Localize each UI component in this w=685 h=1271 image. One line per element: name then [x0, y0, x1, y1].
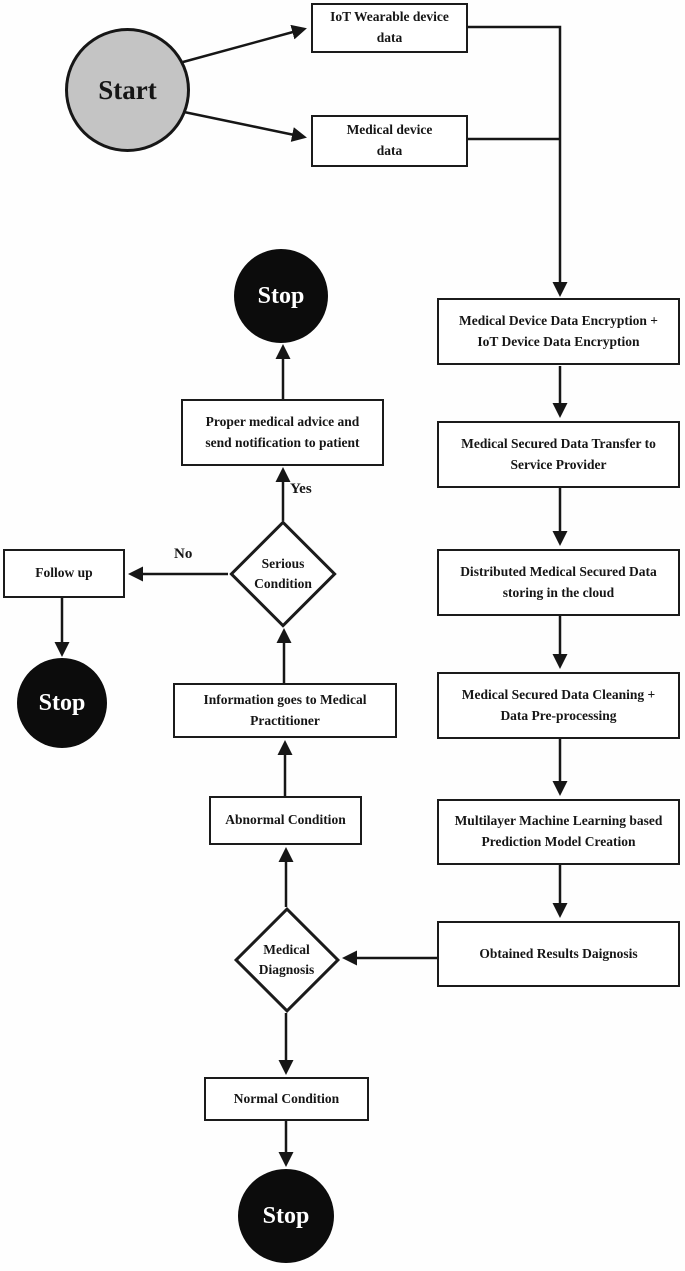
- stop-node-bottom: Stop: [238, 1169, 334, 1263]
- abnormal-condition-node: Abnormal Condition: [209, 796, 362, 845]
- abnormal-condition-label: Abnormal Condition: [225, 812, 346, 828]
- medical-device-data-node: Medical device data: [311, 115, 468, 167]
- data-transfer-label: Medical Secured Data Transfer to Service…: [461, 435, 656, 472]
- normal-condition-node: Normal Condition: [204, 1077, 369, 1121]
- follow-up-label: Follow up: [35, 565, 93, 581]
- edge-start-to-medical: [183, 110, 307, 142]
- edge-iot-to-encryption: [467, 25, 568, 297]
- data-transfer-node: Medical Secured Data Transfer to Service…: [437, 421, 680, 488]
- start-label: Start: [98, 74, 157, 105]
- medical-diagnosis-decision: Medical Diagnosis: [231, 906, 342, 1014]
- medical-advice-label: Proper medical advice and send notificat…: [205, 413, 360, 450]
- data-cleaning-node: Medical Secured Data Cleaning + Data Pre…: [437, 672, 680, 739]
- iot-wearable-data-node: IoT Wearable device data: [311, 3, 468, 53]
- stop-node-left: Stop: [17, 658, 107, 748]
- stop-left-label: Stop: [38, 689, 86, 716]
- cloud-storing-node: Distributed Medical Secured Data storing…: [437, 549, 680, 616]
- start-node: Start: [65, 28, 190, 152]
- data-encryption-label: Medical Device Data Encryption + IoT Dev…: [459, 312, 658, 349]
- stop-node-top: Stop: [234, 249, 328, 343]
- no-branch-label: No: [174, 546, 193, 562]
- obtained-results-node: Obtained Results Daignosis: [437, 921, 680, 987]
- normal-condition-label: Normal Condition: [233, 1090, 340, 1106]
- medical-practitioner-label: Information goes to Medical Practitioner: [203, 691, 367, 728]
- obtained-results-label: Obtained Results Daignosis: [479, 945, 638, 961]
- medical-diagnosis-label: Medical Diagnosis: [258, 941, 315, 977]
- iot-wearable-data-label: IoT Wearable device data: [330, 9, 449, 45]
- serious-condition-decision: Serious Condition: [227, 520, 339, 628]
- stop-bottom-label: Stop: [262, 1202, 310, 1229]
- medical-advice-node: Proper medical advice and send notificat…: [181, 399, 384, 466]
- prediction-model-label: Multilayer Machine Learning based Predic…: [454, 813, 663, 849]
- edge-start-to-iot: [182, 24, 307, 64]
- yes-branch-label: Yes: [290, 481, 312, 497]
- stop-top-label: Stop: [257, 282, 305, 309]
- medical-device-data-label: Medical device data: [346, 122, 433, 158]
- medical-practitioner-node: Information goes to Medical Practitioner: [173, 683, 397, 738]
- data-encryption-node: Medical Device Data Encryption + IoT Dev…: [437, 298, 680, 365]
- prediction-model-node: Multilayer Machine Learning based Predic…: [437, 799, 680, 865]
- serious-condition-label: Serious Condition: [254, 555, 312, 591]
- cloud-storing-label: Distributed Medical Secured Data storing…: [460, 563, 657, 600]
- follow-up-node: Follow up: [3, 549, 125, 598]
- data-cleaning-label: Medical Secured Data Cleaning + Data Pre…: [461, 686, 656, 723]
